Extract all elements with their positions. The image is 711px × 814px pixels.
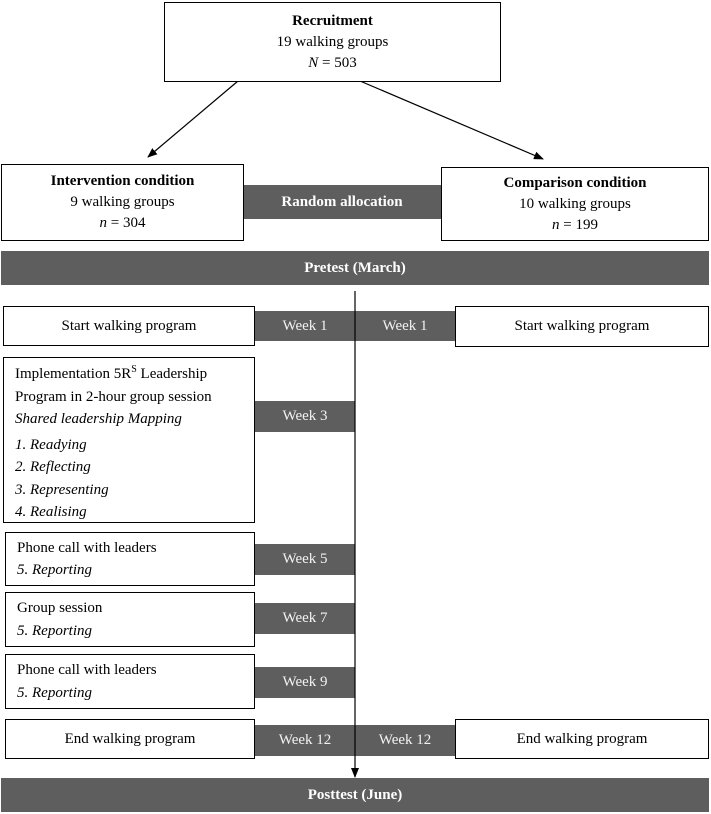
end-walking-left-box: End walking program bbox=[5, 719, 255, 759]
start-walking-right-label: Start walking program bbox=[514, 318, 650, 334]
implementation-step: 4. Realising bbox=[15, 504, 87, 520]
implementation-step: 3. Representing bbox=[15, 481, 109, 498]
intervention-title: Intervention condition bbox=[50, 173, 195, 189]
intervention-groups: 9 walking groups bbox=[70, 194, 175, 210]
week-label: Week 3 bbox=[282, 408, 328, 424]
recruitment-n: N = 503 bbox=[308, 53, 356, 74]
week-bar-3: Week 3 bbox=[255, 401, 355, 432]
phone-call-1-title: Phone call with leaders bbox=[17, 539, 157, 556]
week-label: Week 1 bbox=[282, 317, 328, 334]
implementation-line-1: Implementation 5RS Leadership bbox=[15, 363, 254, 386]
comparison-title: Comparison condition bbox=[503, 174, 647, 191]
implementation-line-1-pre: Implementation 5R bbox=[15, 366, 132, 382]
week-bar-end-right: Week 12 bbox=[355, 725, 455, 756]
posttest-label: Posttest (June) bbox=[307, 786, 403, 803]
implementation-line-3: Shared leadership Mapping bbox=[15, 411, 182, 427]
implementation-line-1-post: Leadership bbox=[136, 366, 208, 382]
start-walking-right-box: Start walking program bbox=[455, 306, 709, 347]
phone-call-2-step: 5. Reporting bbox=[17, 684, 92, 701]
recruitment-box: Recruitment 19 walking groups N = 503 bbox=[164, 2, 501, 82]
pretest-bar: Pretest (March) bbox=[1, 251, 709, 285]
week-bar-5: Week 5 bbox=[255, 544, 355, 575]
intervention-n-value: = 304 bbox=[107, 215, 146, 231]
week-label: Week 7 bbox=[282, 610, 328, 626]
start-walking-left-label: Start walking program bbox=[61, 317, 197, 334]
week-label: Week 12 bbox=[378, 732, 432, 748]
week-bar-9: Week 9 bbox=[255, 667, 355, 698]
random-allocation-bar: Random allocation bbox=[242, 185, 442, 219]
recruitment-title: Recruitment bbox=[292, 12, 373, 29]
comparison-groups: 10 walking groups bbox=[519, 195, 631, 212]
implementation-superscript: S bbox=[131, 364, 137, 375]
group-session-step: 5. Reporting bbox=[17, 622, 92, 639]
random-allocation-label: Random allocation bbox=[281, 193, 403, 210]
recruitment-n-label: N bbox=[308, 54, 319, 71]
start-walking-left-box: Start walking program bbox=[3, 306, 255, 346]
pretest-label: Pretest (March) bbox=[304, 259, 406, 276]
implementation-step: 1. Readying bbox=[15, 436, 87, 453]
implementation-step: 2. Reflecting bbox=[15, 459, 91, 475]
phone-call-1-step: 5. Reporting bbox=[17, 562, 92, 578]
end-walking-left-label: End walking program bbox=[64, 730, 196, 747]
intervention-n-label: n bbox=[99, 215, 108, 231]
phone-call-2-title: Phone call with leaders bbox=[17, 662, 157, 678]
arrow-to-intervention bbox=[147, 80, 239, 158]
end-walking-right-box: End walking program bbox=[455, 719, 709, 759]
week-bar-end-left: Week 12 bbox=[255, 725, 355, 756]
recruitment-groups: 19 walking groups bbox=[276, 33, 389, 50]
intervention-n: n = 304 bbox=[100, 213, 146, 234]
week-label: Week 1 bbox=[382, 317, 428, 334]
posttest-bar: Posttest (June) bbox=[1, 778, 709, 812]
week-bar-start-right: Week 1 bbox=[355, 311, 455, 341]
end-walking-right-label: End walking program bbox=[516, 730, 648, 747]
phone-call-2-box: Phone call with leaders 5. Reporting bbox=[5, 654, 255, 709]
week-bar-start-left: Week 1 bbox=[255, 311, 355, 341]
comparison-n-label: n bbox=[552, 216, 560, 233]
week-label: Week 9 bbox=[282, 674, 328, 690]
arrow-to-comparison bbox=[359, 80, 544, 160]
implementation-box: Implementation 5RS Leadership Program in… bbox=[3, 357, 255, 523]
comparison-n-value: = 199 bbox=[559, 216, 598, 233]
group-session-title: Group session bbox=[17, 600, 103, 616]
implementation-line-2: Program in 2-hour group session bbox=[15, 388, 212, 405]
intervention-box: Intervention condition 9 walking groups … bbox=[1, 164, 244, 241]
week-label: Week 5 bbox=[282, 551, 328, 567]
group-session-box: Group session 5. Reporting bbox=[5, 592, 255, 647]
phone-call-1-box: Phone call with leaders 5. Reporting bbox=[5, 532, 255, 586]
week-bar-7: Week 7 bbox=[255, 603, 355, 634]
recruitment-n-value: = 503 bbox=[318, 54, 357, 71]
week-label: Week 12 bbox=[278, 732, 332, 748]
comparison-n: n = 199 bbox=[552, 215, 598, 236]
comparison-box: Comparison condition 10 walking groups n… bbox=[441, 167, 709, 241]
